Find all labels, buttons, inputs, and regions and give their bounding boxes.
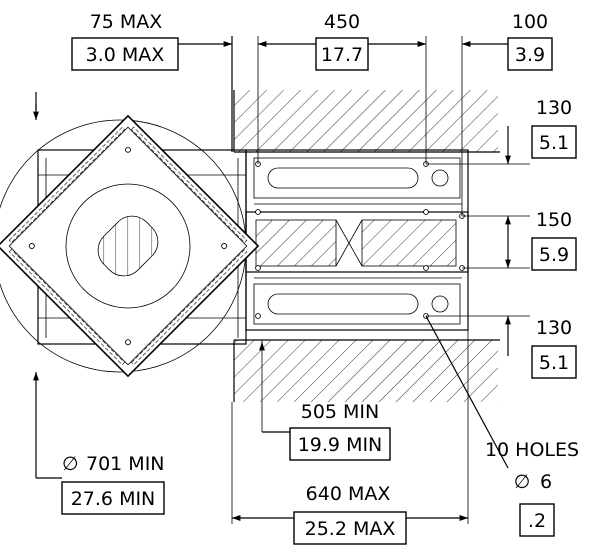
dim-75-max: 75 MAX 3.0 MAX (71, 11, 233, 152)
dim-701-min: ∅ 701 MIN 27.6 MIN (33, 92, 165, 515)
dim-505-min-inch: 19.9 MIN (298, 434, 383, 456)
dim-150-inch: 5.9 (539, 244, 569, 266)
display-mount-plate (0, 114, 260, 378)
dim-holes-label: 10 HOLES (485, 439, 579, 461)
dim-130-lower: 130 5.1 (426, 315, 577, 379)
dim-150: 150 5.9 (462, 209, 577, 271)
dim-505-min-value: 505 MIN (301, 401, 380, 423)
dim-100-inch: 3.9 (515, 44, 545, 66)
dim-150-value: 150 (536, 209, 572, 231)
plate-slot-row (8, 126, 248, 366)
dim-130-upper-value: 130 (536, 97, 572, 119)
dim-701-min-symbol: ∅ (62, 453, 79, 475)
dim-505-min: 505 MIN 19.9 MIN (259, 340, 391, 461)
dim-100: 100 3.9 (461, 11, 553, 216)
dim-holes-value: 6 (540, 471, 552, 493)
dim-100-value: 100 (512, 11, 548, 33)
dim-holes-symbol: ∅ (514, 471, 531, 493)
dim-130-lower-value: 130 (536, 317, 572, 339)
dim-450-inch: 17.7 (321, 44, 363, 66)
arm-bracket (245, 149, 469, 331)
wall-section (233, 90, 500, 402)
dim-130-lower-inch: 5.1 (539, 352, 569, 374)
dim-holes-inch: .2 (528, 510, 546, 532)
dim-130-upper: 130 5.1 (426, 97, 577, 165)
dim-10-holes: 10 HOLES ∅ 6 .2 (425, 315, 579, 537)
dim-130-upper-inch: 5.1 (539, 132, 569, 154)
dim-640-max: 640 MAX 25.2 MAX (231, 330, 469, 545)
dim-701-min-value: 701 MIN (86, 453, 165, 475)
dim-450: 450 17.7 (257, 11, 427, 164)
dim-450-value: 450 (324, 11, 360, 33)
dim-640-max-value: 640 MAX (306, 483, 391, 505)
dim-701-min-inch: 27.6 MIN (71, 488, 156, 510)
dim-640-max-inch: 25.2 MAX (305, 518, 396, 540)
dim-75-max-inch: 3.0 MAX (86, 44, 165, 66)
dim-75-max-value: 75 MAX (90, 11, 163, 33)
